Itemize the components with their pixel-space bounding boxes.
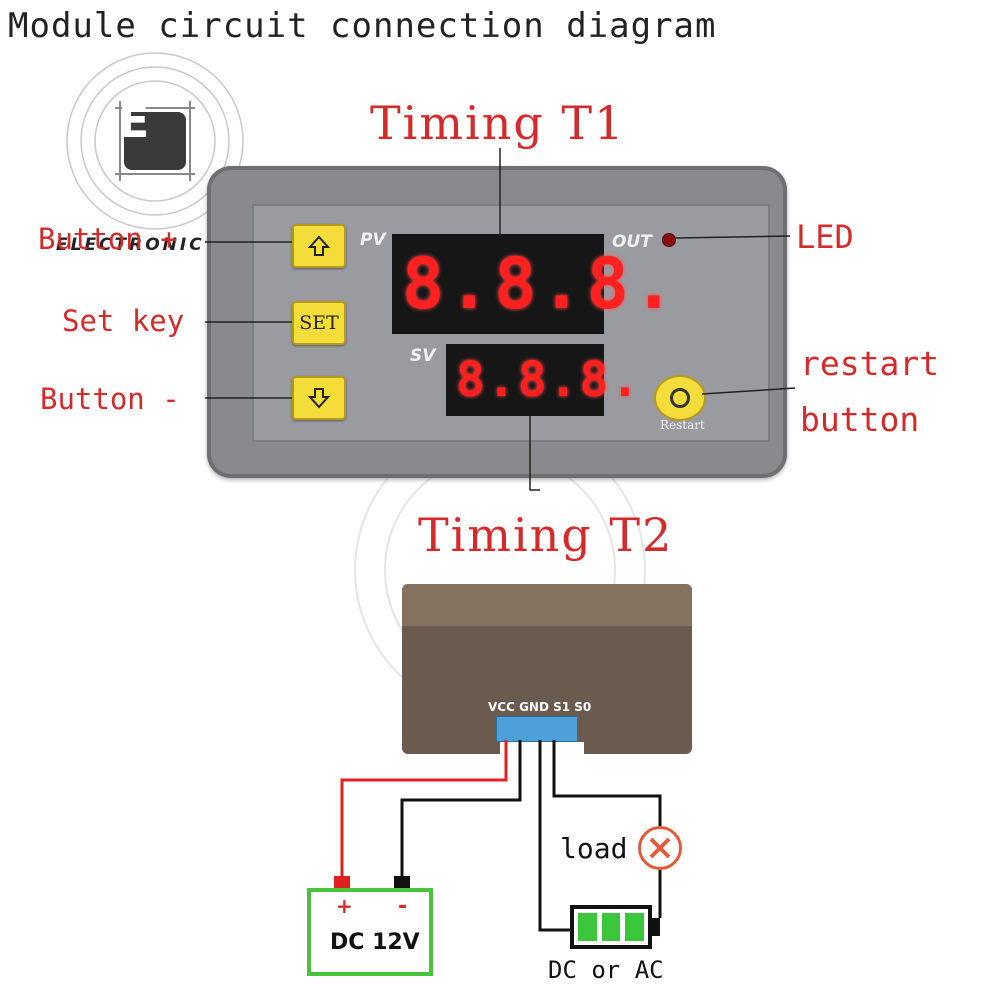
- led-label: LED: [796, 218, 854, 256]
- power-icon: [670, 388, 690, 408]
- sv-tag: SV: [410, 346, 436, 366]
- pv-display-digits: 8.8.8.: [402, 243, 679, 325]
- load-label: load: [560, 832, 628, 865]
- battery-tip: [652, 918, 660, 936]
- logo-letter: E: [118, 94, 150, 148]
- timing-t1-label: Timing T1: [370, 96, 626, 150]
- terminal-labels: VCC GND S1 S0: [488, 700, 592, 714]
- restart-button[interactable]: [654, 375, 706, 421]
- button-plus-label: Button +: [38, 222, 178, 256]
- button-plus-key[interactable]: [292, 224, 346, 268]
- button-minus-label: Button -: [40, 382, 180, 416]
- module-back-top: [402, 584, 692, 626]
- timing-t2-label: Timing T2: [418, 508, 674, 562]
- restart-label-line1: restart: [800, 344, 940, 383]
- arrow-down-icon: [307, 388, 331, 409]
- dc-12v-power-supply: [307, 888, 433, 976]
- out-led-indicator: [662, 233, 676, 247]
- psu-plus: +: [336, 894, 353, 918]
- restart-label-line2: button: [800, 400, 920, 439]
- arrow-up-icon: [307, 235, 331, 256]
- load-lamp-icon: [638, 826, 682, 870]
- psu-label: DC 12V: [330, 930, 420, 955]
- electronic-logo-watermark: [66, 52, 244, 230]
- set-key-button[interactable]: SET: [292, 301, 346, 345]
- restart-caption: Restart: [660, 418, 705, 432]
- diagram-title: Module circuit connection diagram: [8, 6, 717, 46]
- pv-tag: PV: [360, 230, 386, 250]
- module-notch: [500, 742, 584, 770]
- button-minus-key[interactable]: [292, 376, 346, 420]
- dc-or-ac-label: DC or AC: [548, 956, 664, 984]
- sv-display-digits: 8.8.8.: [456, 352, 642, 408]
- out-tag: OUT: [612, 232, 652, 252]
- psu-minus: -: [398, 894, 408, 919]
- terminal-block: [496, 716, 578, 742]
- sv-display: 8.8.8.: [446, 344, 639, 416]
- logo-brand-text: ELECTRONIC: [56, 235, 205, 255]
- battery-icon: [570, 905, 652, 949]
- x-icon: [649, 837, 671, 859]
- pv-display: 8.8.8.: [392, 234, 675, 334]
- set-key-label: Set key: [62, 304, 185, 338]
